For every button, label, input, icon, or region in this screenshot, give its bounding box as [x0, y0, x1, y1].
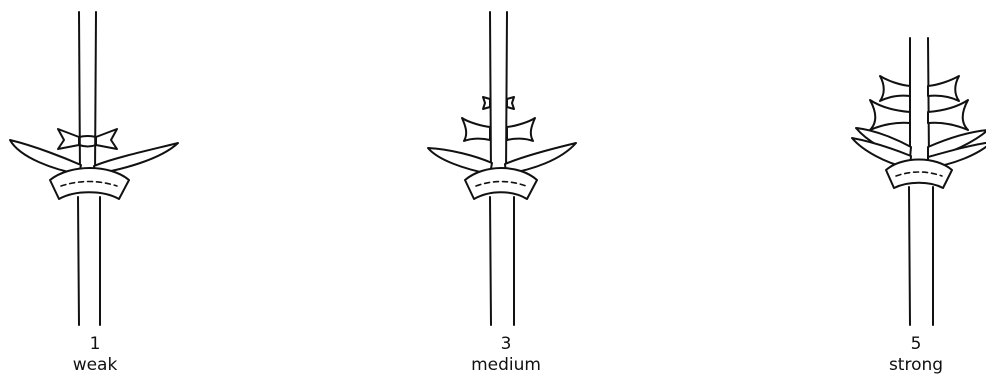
- lower-stem: [78, 197, 100, 325]
- collar: [886, 160, 952, 189]
- score-label: medium: [406, 355, 606, 375]
- collar: [465, 168, 537, 199]
- stem-node-drawing-weak: [0, 0, 195, 330]
- tiny-bract: [483, 97, 514, 109]
- upper-stem: [910, 38, 929, 160]
- score-number: 1: [0, 334, 195, 354]
- collar: [50, 168, 129, 199]
- stacked-bracts: [870, 76, 968, 130]
- score-label: strong: [816, 355, 986, 375]
- figure-weak: 1 weak: [0, 0, 195, 387]
- lower-stem: [909, 187, 933, 325]
- upper-stem: [79, 12, 96, 175]
- lower-stem: [490, 197, 514, 325]
- stem-node-drawing-medium: [406, 0, 606, 330]
- upper-stem: [490, 12, 507, 175]
- small-bract: [58, 129, 117, 149]
- score-number: 5: [816, 334, 986, 354]
- figure-strong: 5 strong: [816, 0, 986, 387]
- figure-medium: 3 medium: [406, 0, 606, 387]
- small-bract: [462, 118, 535, 141]
- score-number: 3: [406, 334, 606, 354]
- score-label: weak: [0, 355, 195, 375]
- stem-node-drawing-strong: [816, 0, 986, 330]
